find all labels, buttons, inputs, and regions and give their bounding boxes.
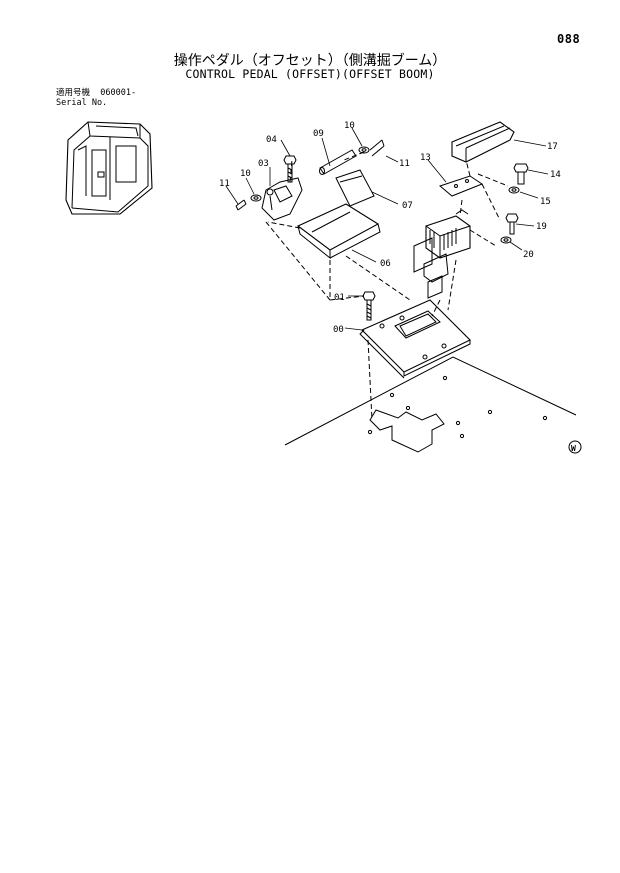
label-20: 20 bbox=[523, 250, 534, 260]
serial-value: 060001- bbox=[100, 88, 137, 98]
serial-row-jp: 適用号機 060001- bbox=[56, 88, 136, 98]
title-english: CONTROL PEDAL (OFFSET)(OFFSET BOOM) bbox=[185, 67, 435, 81]
label-10-right: 10 bbox=[344, 121, 355, 131]
cab-thumbnail bbox=[65, 121, 153, 215]
pedal-valve bbox=[413, 209, 471, 299]
label-09: 09 bbox=[313, 129, 324, 139]
label-00: 00 bbox=[333, 325, 344, 335]
washer-20 bbox=[500, 236, 512, 244]
bolt-19 bbox=[505, 213, 519, 235]
pedal-rubber-17 bbox=[451, 121, 515, 163]
guide-lines-right bbox=[367, 159, 509, 421]
leader-lines bbox=[225, 127, 549, 331]
title-japanese: 操作ペダル（オフセット）（側溝掘ブーム） bbox=[173, 53, 447, 69]
page-number: 088 bbox=[557, 32, 581, 46]
pin-11-left bbox=[235, 199, 247, 211]
label-15: 15 bbox=[540, 197, 551, 207]
label-03: 03 bbox=[258, 159, 269, 169]
base-plate-00 bbox=[359, 299, 471, 379]
bracket-03 bbox=[261, 177, 303, 221]
label-14: 14 bbox=[550, 170, 561, 180]
label-11-right: 11 bbox=[399, 159, 410, 169]
w-mark-letter: W bbox=[571, 444, 576, 453]
pad-07 bbox=[335, 169, 375, 207]
shaft-09 bbox=[319, 149, 357, 175]
serial-block: 適用号機 060001- Serial No. bbox=[56, 88, 136, 108]
pedal-06 bbox=[296, 203, 381, 260]
serial-label-en: Serial No. bbox=[56, 98, 108, 108]
label-10-left: 10 bbox=[240, 169, 251, 179]
bolt-14 bbox=[513, 163, 529, 185]
washer-10-right bbox=[358, 146, 370, 154]
label-06: 06 bbox=[380, 259, 391, 269]
washer-10-left bbox=[250, 194, 262, 202]
label-13: 13 bbox=[420, 153, 431, 163]
floor-plate bbox=[284, 356, 577, 453]
part-labels: 04 03 10 11 09 10 11 07 06 01 00 13 17 1… bbox=[219, 121, 561, 335]
w-mark: W bbox=[568, 440, 582, 454]
serial-label-jp: 適用号機 bbox=[56, 88, 91, 98]
label-19: 19 bbox=[536, 222, 547, 232]
label-11-left: 11 bbox=[219, 179, 230, 189]
label-07: 07 bbox=[402, 201, 413, 211]
bolt-01 bbox=[362, 291, 376, 321]
label-17: 17 bbox=[547, 142, 558, 152]
washer-15 bbox=[508, 186, 520, 194]
label-04: 04 bbox=[266, 135, 277, 145]
plate-13 bbox=[438, 175, 484, 197]
pin-11-right bbox=[369, 139, 385, 157]
guide-lines-left bbox=[265, 151, 411, 301]
label-01: 01 bbox=[334, 293, 345, 303]
